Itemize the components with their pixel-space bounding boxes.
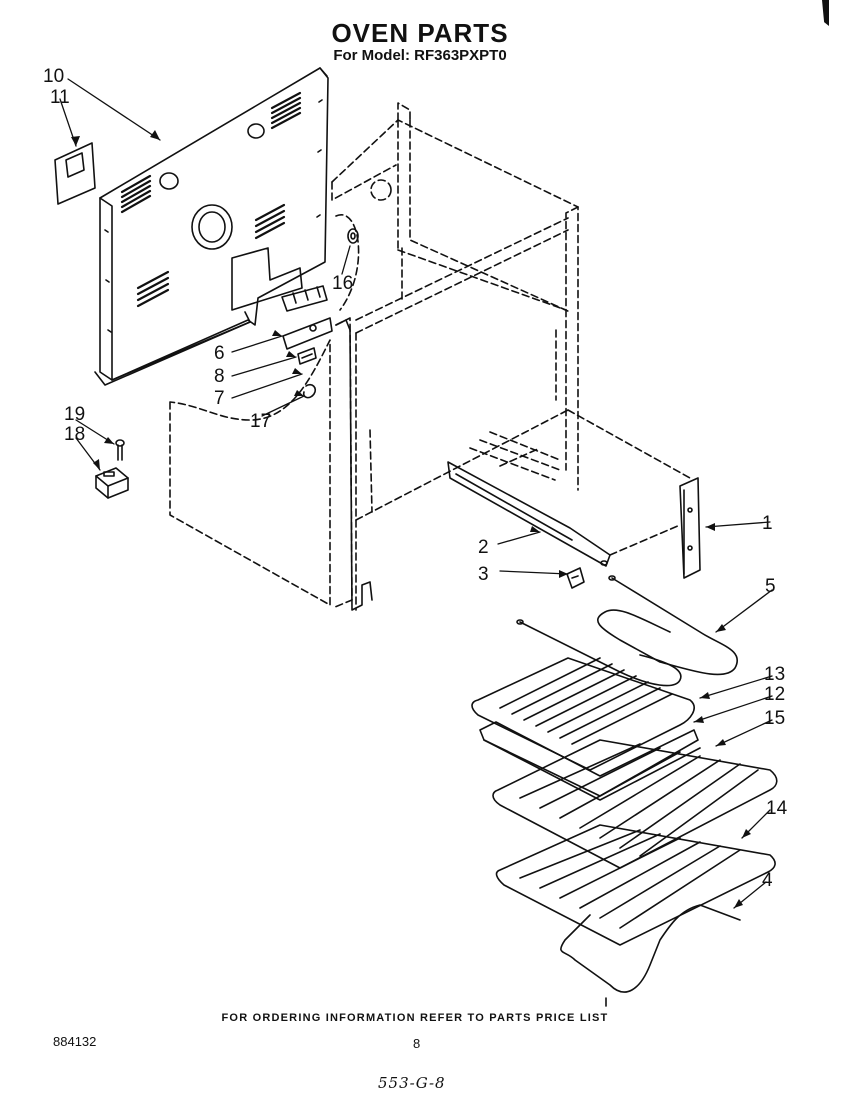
ordering-note: FOR ORDERING INFORMATION REFER TO PARTS … bbox=[221, 1012, 609, 1024]
part-14-lower-rack bbox=[495, 824, 776, 946]
cabinet-front-edge bbox=[335, 319, 373, 611]
callout-13: 13 bbox=[764, 664, 785, 685]
vent-upper-right bbox=[270, 91, 302, 130]
part-19-screw bbox=[115, 439, 125, 461]
part-17-hook bbox=[302, 383, 317, 399]
part-4-bake-element bbox=[560, 904, 741, 1007]
part-15-oven-rack bbox=[492, 739, 778, 869]
part-1-bracket bbox=[679, 477, 701, 579]
part-18-block bbox=[95, 467, 129, 499]
callout-11: 11 bbox=[50, 87, 70, 108]
callout-12: 12 bbox=[764, 684, 785, 705]
callout-18: 18 bbox=[64, 424, 85, 445]
callout-5: 5 bbox=[765, 576, 776, 597]
oven-back-panel bbox=[94, 67, 329, 386]
model-subtitle: For Model: RF363PXPT0 bbox=[333, 47, 507, 64]
part-11-plate bbox=[54, 142, 96, 205]
callout-14: 14 bbox=[766, 798, 788, 819]
callout-7: 7 bbox=[214, 388, 225, 409]
part-6-bracket bbox=[281, 285, 333, 350]
handwritten-code: 553-G-8 bbox=[378, 1074, 446, 1092]
part-16-bumper bbox=[347, 228, 359, 244]
callout-6: 6 bbox=[214, 343, 225, 364]
document-number: 884132 bbox=[53, 1034, 97, 1049]
part-3-clip bbox=[566, 567, 585, 589]
callout-4: 4 bbox=[762, 870, 773, 891]
callout-2: 2 bbox=[478, 537, 489, 558]
callout-17: 17 bbox=[250, 411, 271, 432]
page-title: OVEN PARTS bbox=[331, 18, 509, 48]
vent-middle bbox=[254, 203, 286, 240]
vent-lower-left bbox=[136, 270, 170, 308]
exploded-parts-diagram: 10 11 16 6 8 7 17 19 18 2 3 1 5 13 12 15… bbox=[43, 66, 788, 1007]
callout-8: 8 bbox=[214, 366, 225, 387]
callout-10: 10 bbox=[43, 66, 64, 87]
page-number: 8 bbox=[413, 1036, 421, 1051]
callout-16: 16 bbox=[332, 273, 353, 294]
part-2-rail bbox=[447, 461, 611, 567]
callout-19: 19 bbox=[64, 404, 85, 425]
callout-3: 3 bbox=[478, 564, 489, 585]
leader-arrowheads bbox=[71, 130, 751, 908]
leader-lines bbox=[59, 78, 773, 909]
part-5-broil-element bbox=[516, 575, 738, 687]
corner-mark bbox=[822, 0, 829, 26]
callout-15: 15 bbox=[764, 708, 785, 729]
oven-cabinet-dashed bbox=[169, 102, 691, 611]
part-13-broil-grid bbox=[471, 657, 695, 771]
part-8-clip bbox=[297, 347, 317, 365]
callout-1: 1 bbox=[762, 513, 773, 534]
callout-numbers: 10 11 16 6 8 7 17 19 18 2 3 1 5 13 12 15… bbox=[43, 66, 788, 891]
vent-upper-left bbox=[120, 174, 152, 214]
part-12-broil-pan bbox=[479, 721, 701, 801]
